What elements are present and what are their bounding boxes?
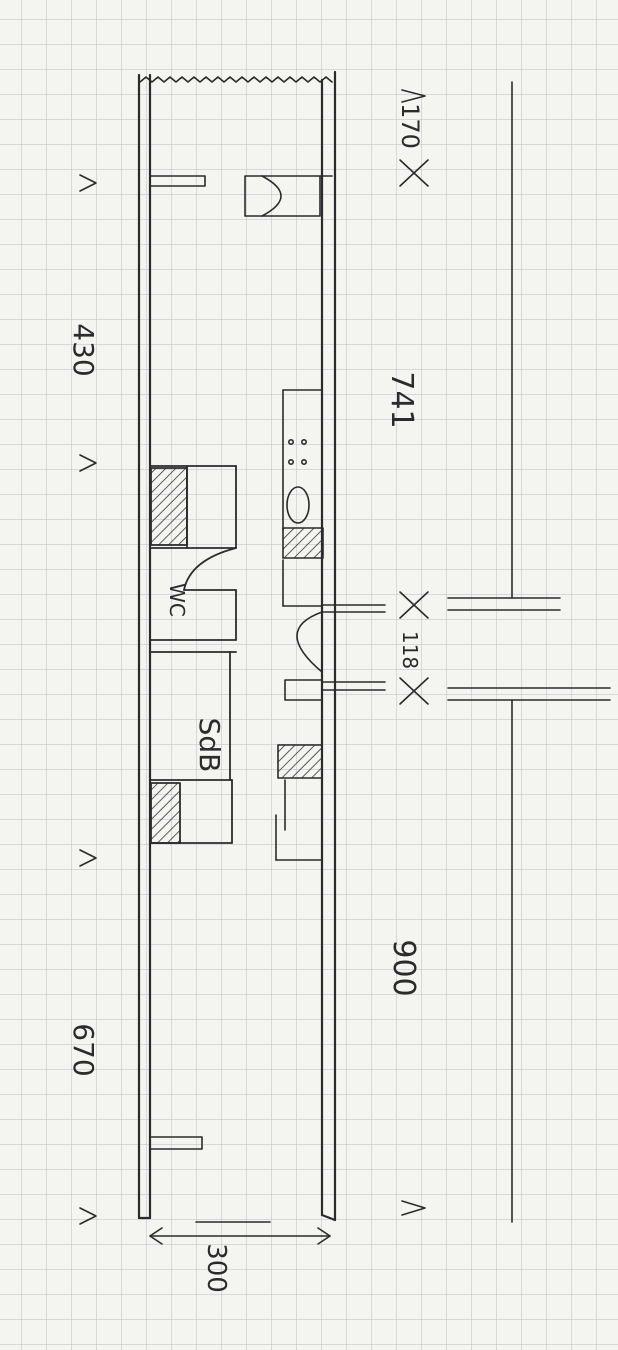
exterior-walls	[137, 70, 337, 1222]
room-label-bathroom: SdB	[193, 718, 226, 773]
top-wall-zigzag	[139, 76, 333, 83]
dimension-label-right-middle: 741	[384, 371, 419, 428]
left-dimension-ticks	[79, 174, 97, 1225]
entrance-door	[284, 604, 386, 701]
dimension-label-right-door: 118	[398, 631, 422, 669]
right-dimension-ticks	[399, 89, 429, 1216]
right-dimension-lines	[447, 81, 611, 1223]
kitchen-units	[275, 389, 324, 861]
bottom-radiator	[149, 1136, 203, 1150]
width-dimension	[149, 1221, 331, 1245]
room-label-wc: WC	[165, 583, 189, 617]
dimension-label-right-bottom: 900	[386, 939, 421, 996]
dimension-label-left-bottom: 670	[67, 1023, 100, 1076]
dimension-label-width: 300	[201, 1243, 231, 1293]
bathroom-block	[149, 465, 237, 844]
top-cupboard	[149, 175, 333, 217]
dimension-label-right-top: 170	[396, 103, 424, 149]
dimension-label-left-top: 430	[67, 323, 100, 376]
